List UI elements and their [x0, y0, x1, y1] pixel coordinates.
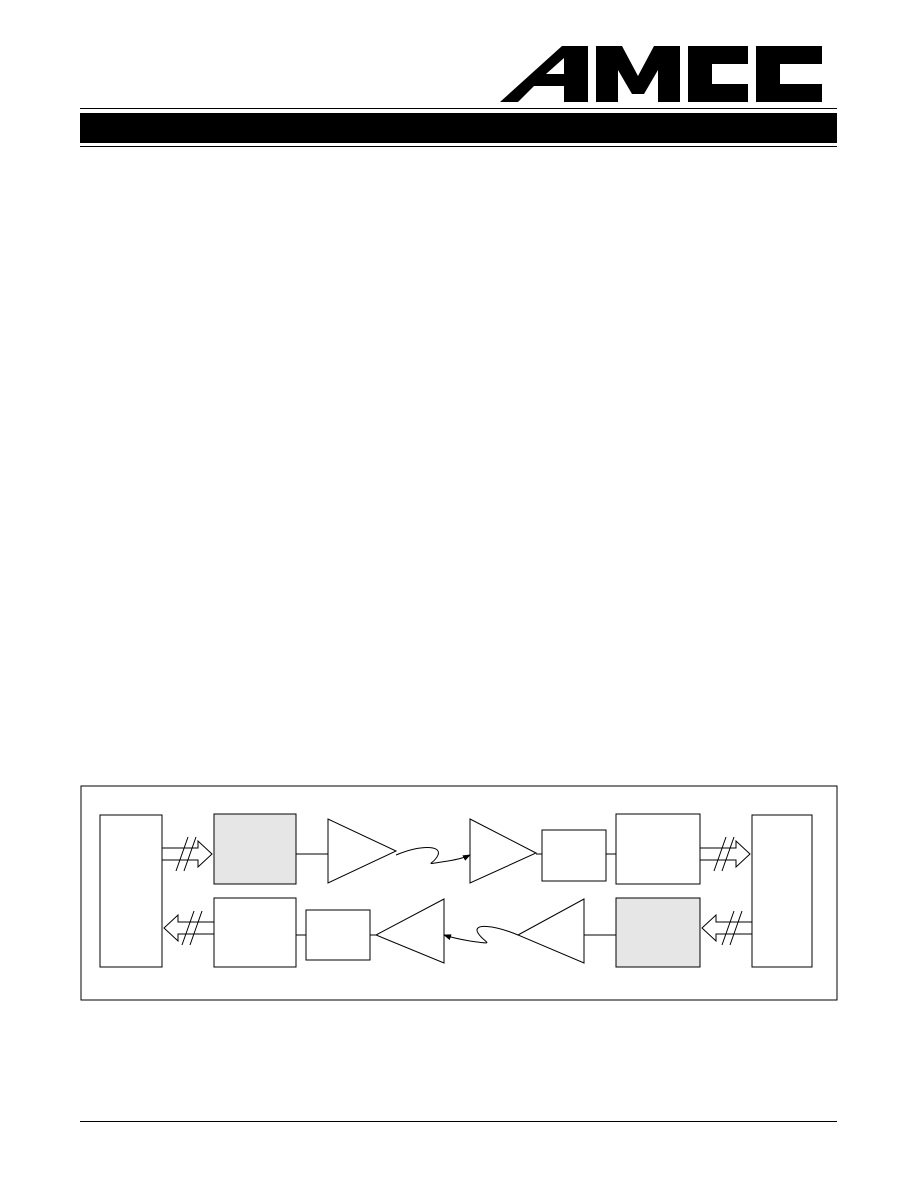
bus-slash — [181, 910, 195, 946]
rx-chip-bottom — [213, 897, 297, 968]
header-rule-bottom — [80, 146, 837, 147]
bus-slash — [183, 836, 197, 872]
footer-rule — [80, 1121, 837, 1122]
small-block-top — [541, 829, 607, 882]
bus-slash — [175, 836, 189, 872]
serial-link-top — [395, 847, 471, 864]
bus-arrow-left-out — [163, 913, 215, 943]
diagram-frame — [80, 785, 838, 1001]
bus-slash — [713, 836, 727, 872]
driver-triangle-bottom — [516, 898, 585, 964]
bus-arrow-left-in — [161, 839, 213, 869]
bus-slash — [729, 910, 743, 946]
left-system-block — [99, 814, 163, 968]
right-system-block — [751, 814, 813, 968]
bus-slash — [189, 910, 203, 946]
bus-arrow-right-in — [699, 839, 751, 869]
header-bar — [80, 113, 837, 143]
amcc-logo — [500, 46, 822, 102]
block-diagram — [80, 785, 838, 1001]
small-block-bottom — [305, 909, 371, 961]
bus-slash — [721, 836, 735, 872]
amp-triangle-top — [469, 818, 538, 884]
rx-chip-top — [615, 813, 701, 885]
tx-chip-bottom — [615, 897, 701, 968]
serial-link-bottom — [443, 926, 519, 944]
driver-triangle-top — [327, 818, 398, 884]
header-rule-top — [80, 108, 837, 109]
bus-slash — [721, 910, 735, 946]
tx-chip-top — [213, 813, 297, 885]
amp-triangle-bottom — [374, 898, 445, 964]
bus-arrow-right-out — [701, 913, 753, 943]
